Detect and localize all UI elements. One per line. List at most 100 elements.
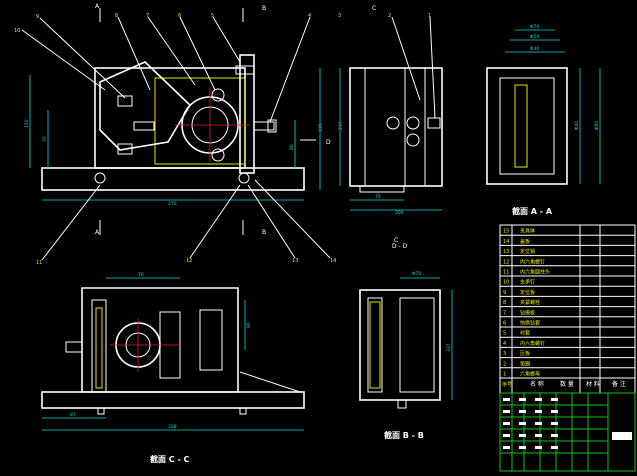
cc-foot-1 <box>97 407 105 415</box>
bom-row-number: 7 <box>503 310 506 316</box>
bolt-left-1 <box>117 95 133 107</box>
balloon-12: 12 <box>186 258 192 264</box>
dim-aa-top-c: Φ30 <box>530 46 539 52</box>
marker-c-bottom: C <box>394 237 398 244</box>
bom-header-no: 序号 <box>502 381 512 388</box>
cc-slope <box>239 371 301 393</box>
title-block-drawing-no <box>612 432 632 440</box>
dim-bb-top: Φ70 <box>412 271 421 277</box>
title-block-cell-text <box>503 446 510 449</box>
bom-row-name: 钻模板 <box>520 309 535 316</box>
bom-row-lines <box>500 234 635 394</box>
leader-13 <box>247 184 296 259</box>
balloon-1: 1 <box>428 13 431 19</box>
bolt-hole-bottom <box>211 148 225 162</box>
bom-row-name: 内六角螺钉 <box>520 340 545 347</box>
bb-left-wall <box>367 297 383 393</box>
leader-4 <box>269 16 311 123</box>
title-block-cell-text <box>519 410 526 413</box>
cc-body <box>81 287 239 393</box>
foot-right <box>238 172 250 184</box>
bom-row-name: 支承钉 <box>520 279 535 286</box>
leader-6 <box>179 16 216 91</box>
title-block-cell-text <box>503 398 510 401</box>
title-block-cell-text <box>551 422 558 425</box>
title-block-cell-text <box>503 410 510 413</box>
leader-1 <box>429 16 436 119</box>
title-block-cell-text <box>519 446 526 449</box>
leader-14 <box>254 179 331 259</box>
leader-7 <box>147 16 196 86</box>
title-block-cell-text <box>519 398 526 401</box>
balloon-3: 3 <box>338 13 341 19</box>
hidden-cavity <box>154 77 246 165</box>
title-block-cell-text <box>551 446 558 449</box>
cc-hidden-wall <box>95 307 103 389</box>
marker-a-top: A <box>95 3 100 10</box>
bom-row-number: 1 <box>503 372 506 378</box>
bom-row-name: 内六角圆柱头 <box>520 269 550 276</box>
cc-foot-2 <box>239 407 247 415</box>
leader-9 <box>39 17 126 99</box>
bom-row-number: 6 <box>503 321 506 327</box>
side-screw-head <box>427 117 441 129</box>
bom-row-number: 14 <box>503 239 509 245</box>
title-block-cell-text <box>535 446 542 449</box>
clamp-plate <box>99 61 192 151</box>
dim-main-right: 335 <box>318 123 324 132</box>
bom-row-number: 11 <box>503 270 509 276</box>
marker-b-bottom: B <box>262 229 266 236</box>
dim-side-b: 200 <box>395 210 404 216</box>
side-hole-2 <box>406 116 420 130</box>
bom-header-mat: 材 料 <box>586 380 600 388</box>
bom-row-name: 夹具体 <box>520 228 535 235</box>
title-section-aa: 截面 A - A <box>512 206 553 216</box>
bom-header-name: 名 称 <box>530 380 544 388</box>
bb-hidden <box>369 301 381 389</box>
balloon-5: 5 <box>211 13 214 19</box>
bom-row-number: 3 <box>503 351 506 357</box>
title-dd: D - D <box>392 243 408 250</box>
bom-row-number: 5 <box>503 331 506 337</box>
side-inner <box>364 67 426 187</box>
marker-b-top: B <box>262 5 266 12</box>
bolt-left-2 <box>117 143 133 155</box>
dim-cc-right: 80 <box>246 322 252 328</box>
leader-2 <box>391 16 421 101</box>
bom-row-name: 夹紧螺栓 <box>520 299 540 306</box>
title-block-cell-text <box>535 434 542 437</box>
dim-cc-top: 76 <box>138 272 144 278</box>
dim-aa-right-a: Φ40 <box>574 121 580 130</box>
bom-row-number: 2 <box>503 361 506 367</box>
balloon-11: 11 <box>36 260 42 266</box>
title-block-cell-text <box>503 422 510 425</box>
title-block-grid <box>500 393 632 471</box>
bom-row-name: 盖板 <box>520 238 530 245</box>
bom-row-number: 9 <box>503 290 506 296</box>
title-block-cell-text <box>535 422 542 425</box>
foot-left <box>94 172 106 184</box>
dim-aa-top-b: Φ50 <box>530 34 539 40</box>
balloon-10: 10 <box>14 28 20 34</box>
side-column <box>404 67 426 187</box>
side-foot <box>359 185 405 193</box>
dim-side-left: 237 <box>338 121 344 130</box>
bom-row-name: 衬套 <box>520 330 530 337</box>
bom-row-name: 定位板 <box>520 289 535 296</box>
title-block-cell-text <box>551 410 558 413</box>
bom-row-name: 快换钻套 <box>520 320 540 327</box>
dim-main-left-b: 70 <box>42 136 48 142</box>
side-screw <box>253 121 275 131</box>
balloon-4: 4 <box>308 13 311 19</box>
leader-8 <box>117 16 151 91</box>
dim-cc-b: 328 <box>168 424 177 430</box>
balloon-14: 14 <box>330 258 336 264</box>
base-plate <box>41 167 305 191</box>
leader-5 <box>212 16 241 63</box>
bom-row-name: 垫圈 <box>520 360 530 367</box>
leader-10 <box>21 29 106 91</box>
title-block-cell-text <box>519 422 526 425</box>
aa-outer <box>486 67 568 185</box>
